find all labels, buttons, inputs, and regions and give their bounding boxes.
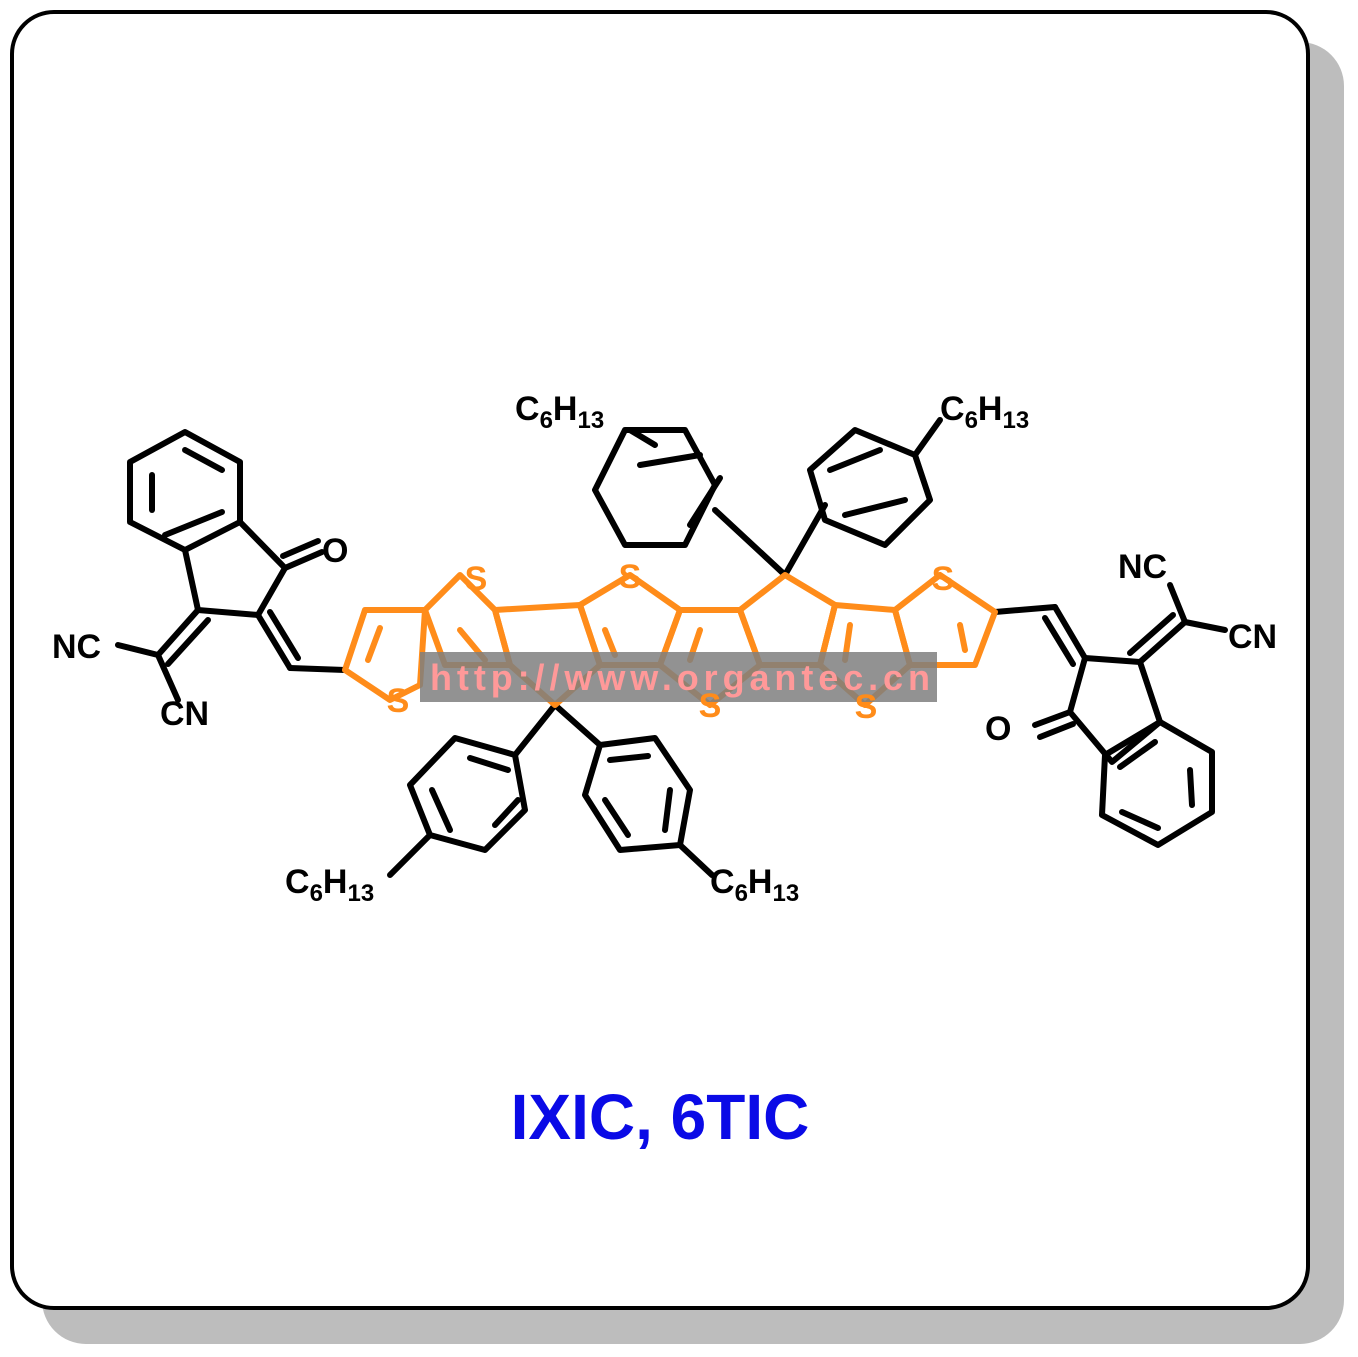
- oxygen-atom: O: [322, 532, 348, 570]
- nitrile-left: NC: [52, 628, 101, 666]
- sulfur-atom: S: [699, 687, 722, 725]
- hexyl-label-bottom-right: C6H13: [710, 863, 799, 907]
- black-labels: O O NC CN NC CN C6H13 C6H13 C6H13 C6H13: [52, 390, 1277, 907]
- nitrile-right: CN: [1228, 618, 1277, 656]
- nitrile-bottom: CN: [160, 695, 209, 733]
- sulfur-atom: S: [855, 688, 878, 726]
- sulfur-atom: S: [387, 682, 410, 720]
- sulfur-labels: S S S S S S: [387, 558, 955, 726]
- hexyl-label-top-right: C6H13: [940, 390, 1029, 434]
- nitrile-top: NC: [1118, 548, 1167, 586]
- hexyl-label-bottom-left: C6H13: [285, 863, 374, 907]
- hexyl-label-top-left: C6H13: [515, 390, 604, 434]
- sulfur-atom: S: [932, 560, 955, 598]
- watermark-band: [420, 652, 937, 702]
- oxygen-atom: O: [985, 710, 1011, 748]
- sulfur-atom: S: [619, 558, 642, 596]
- black-bonds: [115, 417, 1228, 878]
- compound-name: IXIC, 6TIC: [510, 1081, 810, 1153]
- sulfur-atom: S: [465, 560, 488, 598]
